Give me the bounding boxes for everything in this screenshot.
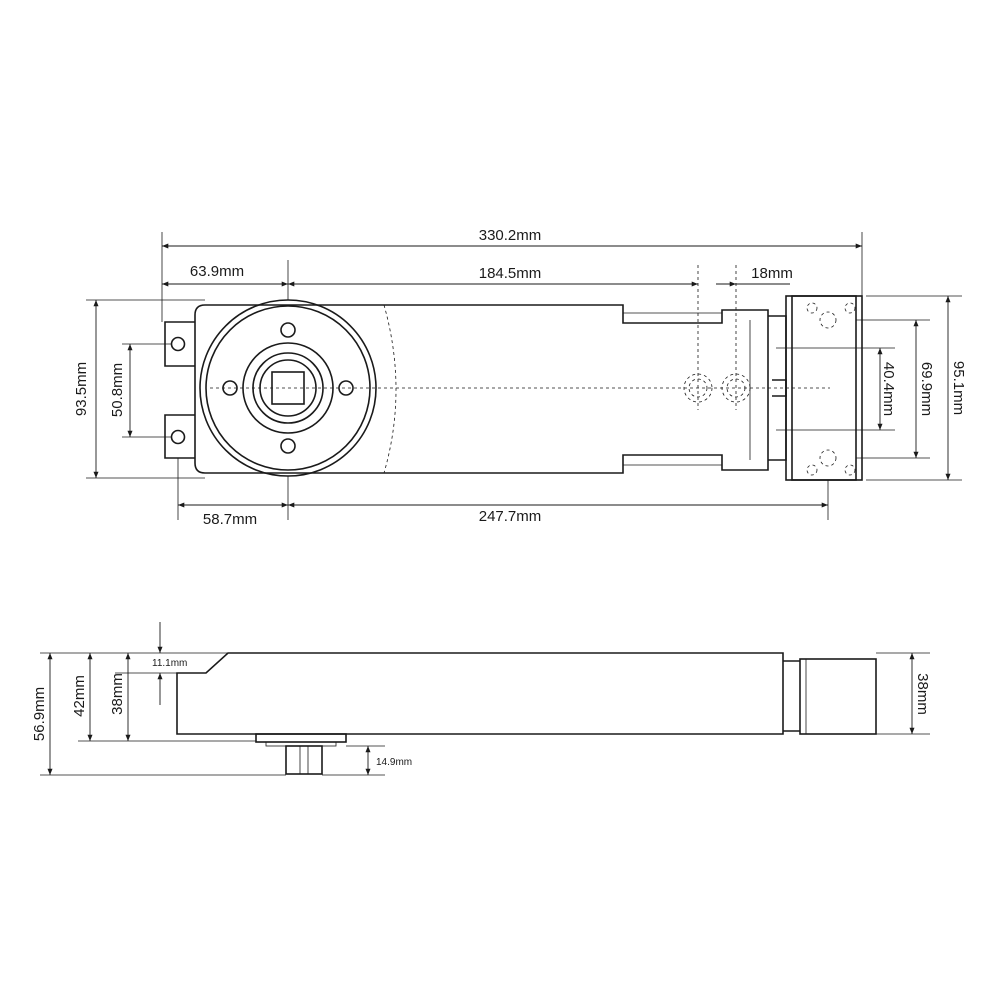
dim-body-height: 42mm: [71, 675, 88, 717]
dim-overall-length: 330.2mm: [479, 227, 542, 244]
mounting-tabs: [164, 321, 195, 459]
dim-inner-height: 38mm: [109, 673, 126, 715]
side-spindle: [285, 745, 323, 775]
dim-bracket-mid: 69.9mm: [918, 362, 935, 416]
top-view: 330.2mm 63.9mm 184.5mm 18mm 93.5mm 50.8m…: [73, 227, 967, 528]
dim-bracket-outer: 95.1mm: [950, 361, 967, 415]
dim-hole-to-end: 18mm: [751, 265, 793, 282]
dim-chamfer: 11.1mm: [152, 658, 187, 669]
dim-body-width: 93.5mm: [73, 362, 90, 416]
dim-axis-to-holes: 184.5mm: [479, 265, 542, 282]
dim-total-height: 56.9mm: [31, 687, 48, 741]
side-end-block: [799, 658, 877, 735]
dim-flange-to-axis: 63.9mm: [190, 263, 244, 280]
dim-end-block: 38mm: [914, 673, 931, 715]
dim-tab-to-axis: 58.7mm: [203, 511, 257, 528]
main-body-outline: [194, 304, 769, 474]
dim-axis-to-bracket: 247.7mm: [479, 508, 542, 525]
cover-edge: [383, 304, 397, 474]
side-base-plate: [255, 733, 347, 743]
dim-spindle: 14.9mm: [376, 757, 412, 768]
dim-bolt-spacing: 50.8mm: [109, 363, 126, 417]
side-extension-lines: [40, 652, 930, 776]
side-view: 56.9mm 42mm 38mm 11.1mm 14.9mm 38mm: [31, 622, 931, 776]
dim-bracket-inner: 40.4mm: [880, 362, 897, 416]
extension-lines: [86, 232, 962, 520]
side-body-outline: [176, 652, 784, 735]
